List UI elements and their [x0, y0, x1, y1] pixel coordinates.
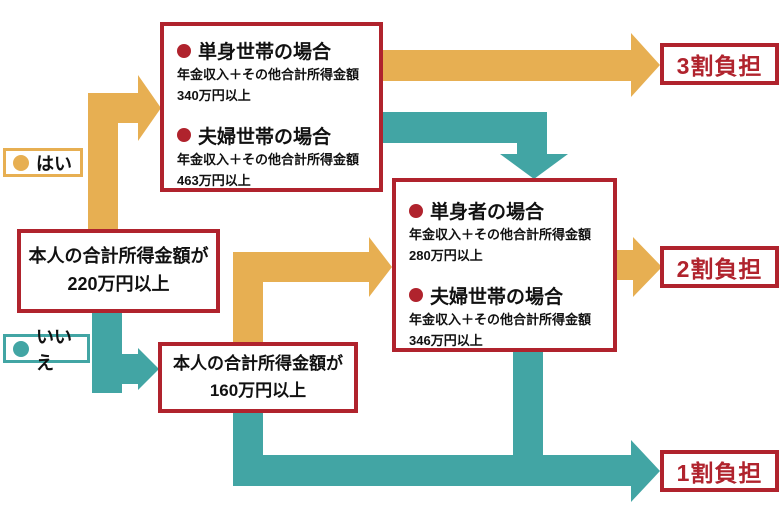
yes-label: はい [3, 148, 83, 177]
no-dot-icon [13, 340, 29, 357]
decision-line: 220万円以上 [67, 274, 170, 294]
decision-income-160-box: 本人の合計所得金額が 160万円以上 [158, 342, 358, 413]
condition-detail: 年金収入＋その他合計所得金額 [177, 151, 360, 167]
condition-group-couple: 夫婦世帯の場合 年金収入＋その他合計所得金額 346万円以上 [409, 282, 607, 351]
arrow-segment [233, 252, 369, 282]
arrow-segment [233, 455, 631, 486]
arrow-head-right-icon [138, 348, 159, 390]
condition-title: 単身者の場合 [409, 197, 607, 224]
decision-line: 160万円以上 [209, 380, 307, 400]
arrow-segment [615, 250, 633, 280]
no-label: いいえ [3, 327, 90, 373]
condition-group-single: 単身者の場合 年金収入＋その他合計所得金額 280万円以上 [409, 197, 607, 266]
condition-title-text: 単身者の場合 [430, 202, 545, 223]
condition-detail: 280万円以上 [409, 247, 483, 263]
decision-income-220-box: 本人の合計所得金額が 220万円以上 [17, 229, 220, 313]
condition-title: 夫婦世帯の場合 [409, 282, 607, 309]
condition-group-couple: 夫婦世帯の場合 年金収入＋その他合計所得金額 463万円以上 [177, 122, 373, 191]
arrow-segment [92, 354, 138, 384]
arrow-head-right-icon [369, 237, 392, 297]
decision-line: 本人の合計所得金額が [173, 354, 343, 374]
arrow-head-right-icon [138, 75, 161, 141]
condition-detail: 463万円以上 [177, 172, 251, 188]
condition-2wari-box: 単身者の場合 年金収入＋その他合計所得金額 280万円以上 夫婦世帯の場合 年金… [392, 178, 617, 352]
condition-detail: 年金収入＋その他合計所得金額 [177, 67, 360, 82]
arrow-segment [517, 112, 547, 154]
no-label-text: いいえ [36, 326, 72, 373]
bullet-icon [409, 203, 423, 218]
bullet-icon [177, 43, 191, 58]
result-2wari-box: 2割負担 [660, 246, 779, 288]
arrow-segment [383, 50, 631, 81]
bullet-icon [409, 288, 423, 303]
result-3wari-box: 3割負担 [660, 43, 779, 85]
bullet-icon [177, 128, 191, 143]
yes-dot-icon [13, 154, 29, 171]
result-1wari-box: 1割負担 [660, 450, 779, 492]
arrow-head-right-icon [631, 33, 660, 97]
condition-title-text: 夫婦世帯の場合 [198, 126, 332, 148]
condition-detail: 340万円以上 [177, 87, 251, 103]
arrow-head-right-icon [631, 440, 660, 502]
condition-group-single: 単身世帯の場合 年金収入＋その他合計所得金額 340万円以上 [177, 37, 373, 106]
condition-detail: 年金収入＋その他合計所得金額 [409, 227, 592, 242]
yes-label-text: はい [36, 153, 72, 174]
condition-title-text: 単身世帯の場合 [198, 42, 332, 63]
condition-title-text: 夫婦世帯の場合 [430, 286, 564, 308]
condition-detail: 年金収入＋その他合計所得金額 [409, 311, 592, 327]
condition-title: 単身世帯の場合 [177, 37, 373, 64]
arrow-head-right-icon [633, 237, 662, 297]
arrow-segment [88, 93, 138, 123]
arrow-head-down-icon [500, 154, 568, 179]
condition-3wari-box: 単身世帯の場合 年金収入＋その他合計所得金額 340万円以上 夫婦世帯の場合 年… [160, 22, 383, 192]
condition-detail: 346万円以上 [409, 332, 483, 348]
decision-line: 本人の合計所得金額が [28, 246, 209, 267]
condition-title: 夫婦世帯の場合 [177, 122, 373, 149]
